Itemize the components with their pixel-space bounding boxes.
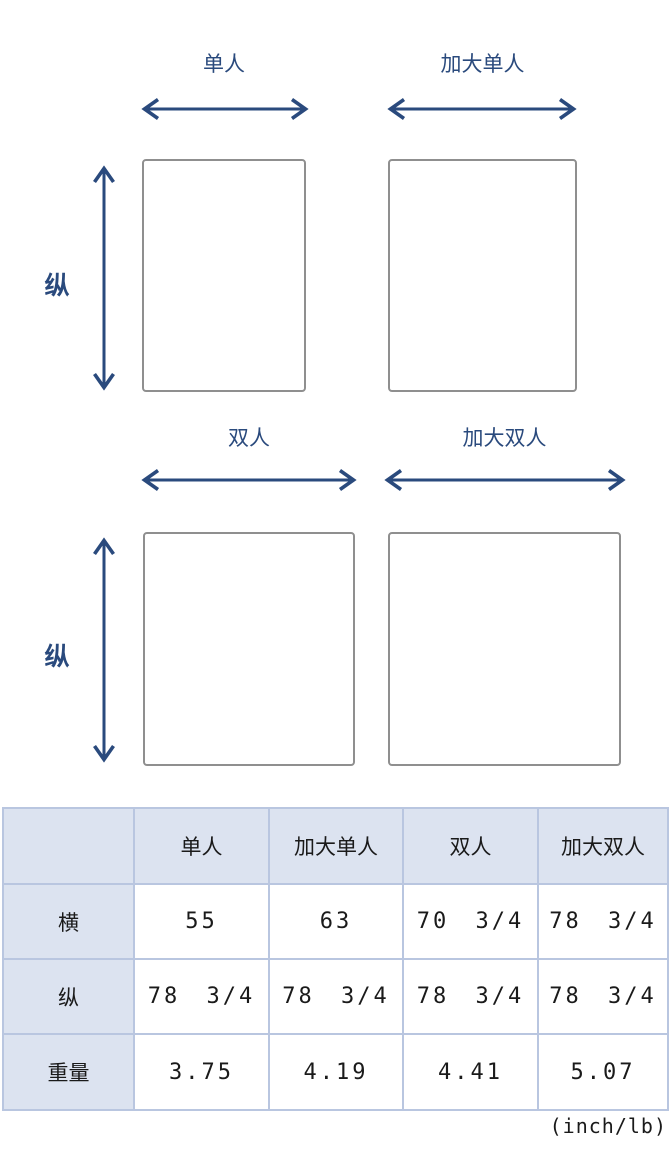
bed-rect-twin <box>388 159 577 392</box>
row-label-width: 横 <box>2 883 135 960</box>
width-value-queen: 78 3/4 <box>537 883 669 960</box>
width-arrow-queen <box>384 469 626 491</box>
size-table: 单人 加大单人 双人 加大双人 横 55 63 70 3/4 78 3/4 纵 … <box>2 807 669 1111</box>
table-corner-cell <box>2 807 135 885</box>
width-value-single: 55 <box>133 883 270 960</box>
length-value-single: 78 3/4 <box>133 958 270 1035</box>
bed-rect-single <box>142 159 306 392</box>
units-note: (inch/lb) <box>549 1114 667 1138</box>
width-arrow-double <box>141 469 357 491</box>
weight-value-queen: 5.07 <box>537 1033 669 1111</box>
size-label-single: 单人 <box>203 53 245 76</box>
table-header-double: 双人 <box>402 807 539 885</box>
table-row-width: 横 55 63 70 3/4 78 3/4 <box>2 883 669 960</box>
length-value-double: 78 3/4 <box>402 958 539 1035</box>
length-value-twin: 78 3/4 <box>268 958 404 1035</box>
width-value-double: 70 3/4 <box>402 883 539 960</box>
size-label-queen: 加大双人 <box>462 427 547 450</box>
table-header-queen: 加大双人 <box>537 807 669 885</box>
weight-value-single: 3.75 <box>133 1033 270 1111</box>
weight-value-double: 4.41 <box>402 1033 539 1111</box>
height-arrow-section2 <box>93 537 115 763</box>
row-label-weight: 重量 <box>2 1033 135 1111</box>
bed-rect-queen <box>388 532 621 766</box>
table-header-single: 单人 <box>133 807 270 885</box>
size-label-double: 双人 <box>228 427 270 450</box>
axis-label-vertical-1: 纵 <box>44 272 70 300</box>
width-arrow-single <box>141 98 309 120</box>
weight-value-twin: 4.19 <box>268 1033 404 1111</box>
table-row-weight: 重量 3.75 4.19 4.41 5.07 <box>2 1033 669 1111</box>
table-header-row: 单人 加大单人 双人 加大双人 <box>2 807 669 885</box>
row-label-length: 纵 <box>2 958 135 1035</box>
bed-rect-double <box>143 532 355 766</box>
length-value-queen: 78 3/4 <box>537 958 669 1035</box>
width-value-twin: 63 <box>268 883 404 960</box>
width-arrow-twin <box>387 98 577 120</box>
size-label-twin: 加大单人 <box>440 53 525 76</box>
table-header-twin: 加大单人 <box>268 807 404 885</box>
axis-label-vertical-2: 纵 <box>44 643 70 671</box>
table-row-length: 纵 78 3/4 78 3/4 78 3/4 78 3/4 <box>2 958 669 1035</box>
height-arrow-section1 <box>93 165 115 391</box>
